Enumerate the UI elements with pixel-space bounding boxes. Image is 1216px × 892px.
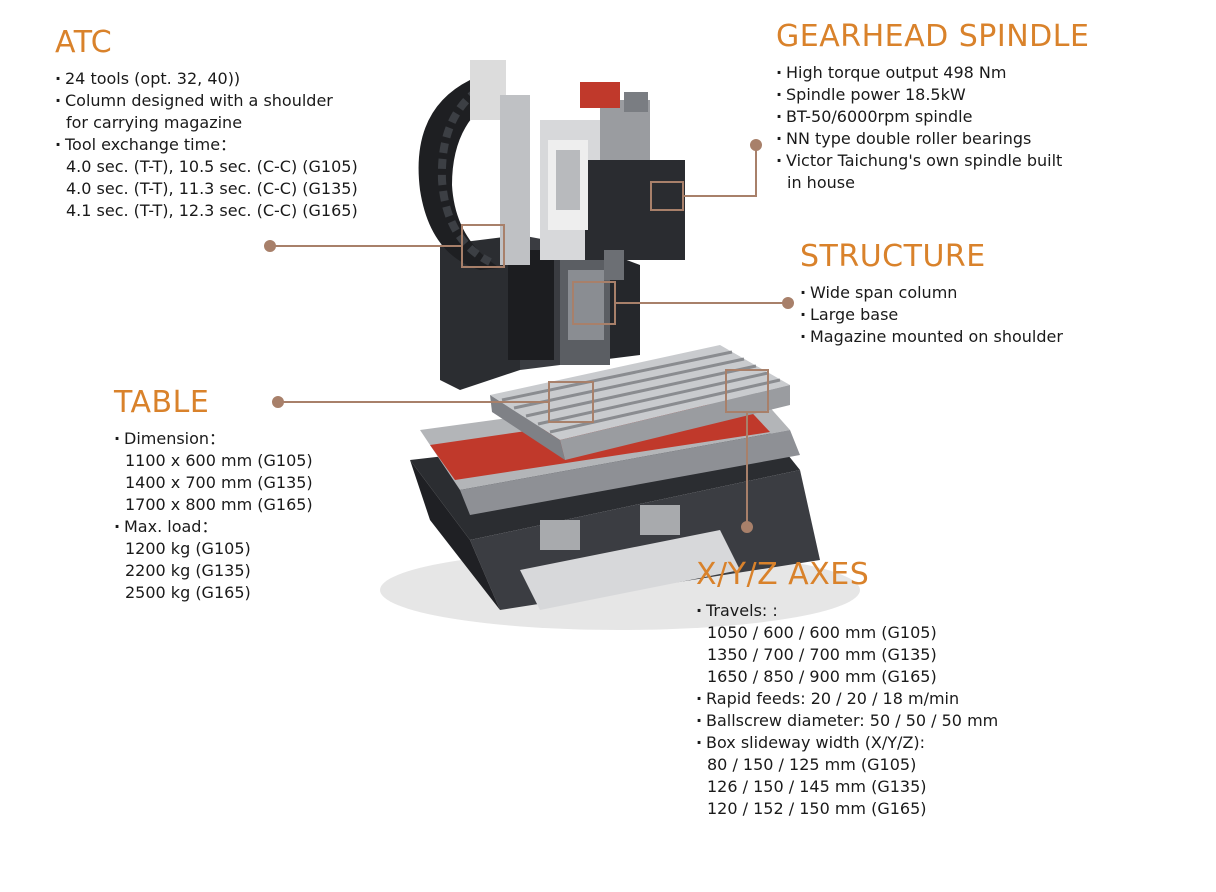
bullet-item: NN type double roller bearings bbox=[776, 128, 1089, 150]
bullet-item: Box slideway width (X/Y/Z): bbox=[696, 732, 998, 754]
xyz-axes-section: X/Y/Z AXES Travels: :1050 / 600 / 600 mm… bbox=[696, 560, 998, 820]
bullet-item: Tool exchange time： bbox=[55, 134, 358, 156]
bullet-item: 24 tools (opt. 32, 40)) bbox=[55, 68, 358, 90]
bullet-subline: 1400 x 700 mm (G135) bbox=[125, 473, 313, 492]
bullet-item: Magazine mounted on shoulder bbox=[800, 326, 1063, 348]
structure-section: STRUCTURE Wide span columnLarge baseMaga… bbox=[800, 242, 1063, 348]
bullet-item: Spindle power 18.5kW bbox=[776, 84, 1089, 106]
spindle-callout-dot bbox=[750, 139, 762, 151]
bullet-item: BT-50/6000rpm spindle bbox=[776, 106, 1089, 128]
gearhead-spindle-heading: GEARHEAD SPINDLE bbox=[776, 19, 1090, 54]
atc-section: ATC 24 tools (opt. 32, 40))Column design… bbox=[55, 28, 358, 222]
table-section: TABLE Dimension：1100 x 600 mm (G105) 1400… bbox=[114, 388, 313, 604]
bullet-subline: 1200 kg (G105) bbox=[125, 539, 251, 558]
axes-callout-dot bbox=[741, 521, 753, 533]
work-table bbox=[490, 345, 790, 460]
bullet-subline: 2200 kg (G135) bbox=[125, 561, 251, 580]
bullet-subline: 1700 x 800 mm (G165) bbox=[125, 495, 313, 514]
table-callout-dot bbox=[272, 396, 284, 408]
bullet-item: Rapid feeds: 20 / 20 / 18 m/min bbox=[696, 688, 998, 710]
atc-heading: ATC bbox=[55, 25, 113, 60]
bullet-subline: 1350 / 700 / 700 mm (G135) bbox=[707, 645, 937, 664]
bullet-item: Ballscrew diameter: 50 / 50 / 50 mm bbox=[696, 710, 998, 732]
bullet-subline: 1650 / 850 / 900 mm (G165) bbox=[707, 667, 937, 686]
gearhead-spindle-list: High torque output 498 NmSpindle power 1… bbox=[776, 62, 1089, 194]
bullet-subline: 80 / 150 / 125 mm (G105) bbox=[707, 755, 917, 774]
bullet-subline: 4.0 sec. (T-T), 10.5 sec. (C-C) (G105) bbox=[66, 157, 358, 176]
structure-list: Wide span columnLarge baseMagazine mount… bbox=[800, 282, 1063, 348]
bullet-item: Large base bbox=[800, 304, 1063, 326]
bullet-subline: 2500 kg (G165) bbox=[125, 583, 251, 602]
bullet-item: Travels: : bbox=[696, 600, 998, 622]
callout-lines bbox=[264, 139, 794, 533]
spindle-callout-line bbox=[683, 145, 757, 197]
gearhead-spindle-section: GEARHEAD SPINDLE High torque output 498 … bbox=[776, 22, 1089, 194]
bullet-subline: in house bbox=[787, 173, 855, 192]
table-list: Dimension：1100 x 600 mm (G105) 1400 x 700… bbox=[114, 428, 313, 604]
bullet-subline: 1100 x 600 mm (G105) bbox=[125, 451, 313, 470]
atc-callout-dot bbox=[264, 240, 276, 252]
spindle-head bbox=[540, 82, 685, 280]
xyz-axes-heading: X/Y/Z AXES bbox=[696, 557, 870, 592]
structure-heading: STRUCTURE bbox=[800, 239, 986, 274]
bullet-subline: 4.0 sec. (T-T), 11.3 sec. (C-C) (G135) bbox=[66, 179, 358, 198]
bullet-subline: for carrying magazine bbox=[66, 113, 243, 132]
bullet-item: Max. load： bbox=[114, 516, 313, 538]
bullet-item: Dimension： bbox=[114, 428, 313, 450]
tool-magazine bbox=[418, 60, 530, 270]
bullet-item: Column designed with a shoulder bbox=[55, 90, 358, 112]
bullet-subline: 4.1 sec. (T-T), 12.3 sec. (C-C) (G165) bbox=[66, 201, 358, 220]
bullet-subline: 126 / 150 / 145 mm (G135) bbox=[707, 777, 927, 796]
xyz-axes-list: Travels: :1050 / 600 / 600 mm (G105) 1350… bbox=[696, 600, 998, 820]
structure-callout-dot bbox=[782, 297, 794, 309]
bullet-subline: 120 / 152 / 150 mm (G165) bbox=[707, 799, 927, 818]
bullet-item: High torque output 498 Nm bbox=[776, 62, 1089, 84]
bullet-item: Victor Taichung's own spindle built bbox=[776, 150, 1089, 172]
bullet-subline: 1050 / 600 / 600 mm (G105) bbox=[707, 623, 937, 642]
atc-list: 24 tools (opt. 32, 40))Column designed w… bbox=[55, 68, 358, 222]
table-heading: TABLE bbox=[114, 385, 210, 420]
bullet-item: Wide span column bbox=[800, 282, 1063, 304]
